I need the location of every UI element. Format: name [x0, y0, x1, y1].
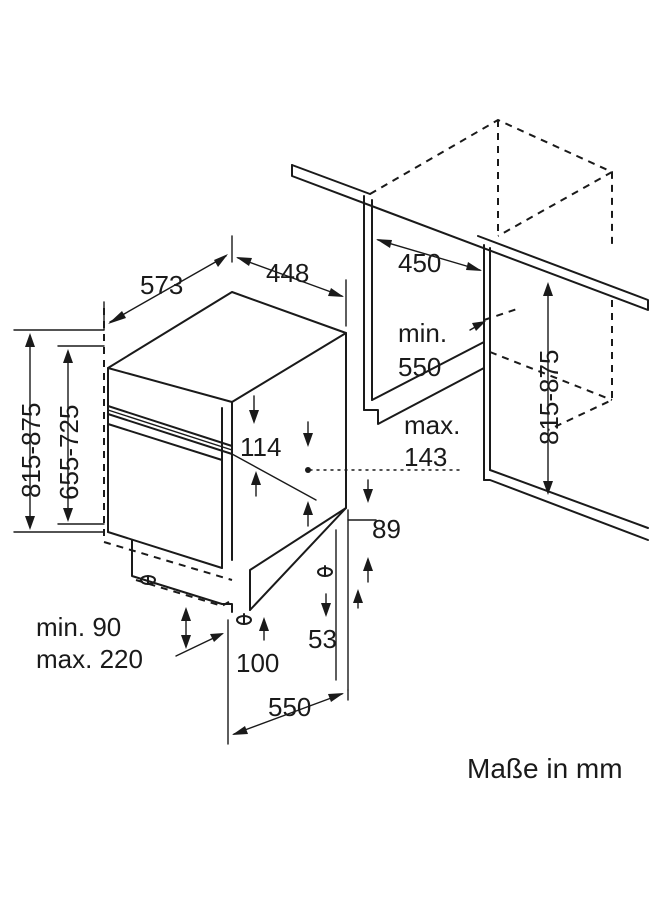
label-niche-550: 550	[398, 352, 441, 382]
label-max: max.	[404, 410, 460, 440]
label-max-220: max. 220	[36, 644, 143, 674]
label-100: 100	[236, 648, 279, 678]
label-143: 143	[404, 442, 447, 472]
label-89: 89	[372, 514, 401, 544]
label-815-875-left: 815-875	[16, 403, 46, 498]
dishwasher-body	[103, 291, 347, 625]
label-815-875-right: 815-875	[534, 350, 564, 445]
label-114: 114	[240, 432, 281, 462]
dimension-labels: 573 448 450 min. 550 815-875 815-875 655…	[16, 248, 623, 784]
label-niche-min: min.	[398, 318, 447, 348]
label-550-bottom: 550	[268, 692, 311, 722]
caption-units: Maße in mm	[467, 753, 623, 784]
label-655-725: 655-725	[54, 405, 84, 500]
kitchen-niche	[291, 118, 649, 541]
label-53: 53	[308, 624, 337, 654]
label-448: 448	[266, 258, 309, 288]
label-450: 450	[398, 248, 441, 278]
label-min-90: min. 90	[36, 612, 121, 642]
label-573: 573	[140, 270, 183, 300]
dimension-lines	[13, 235, 553, 745]
